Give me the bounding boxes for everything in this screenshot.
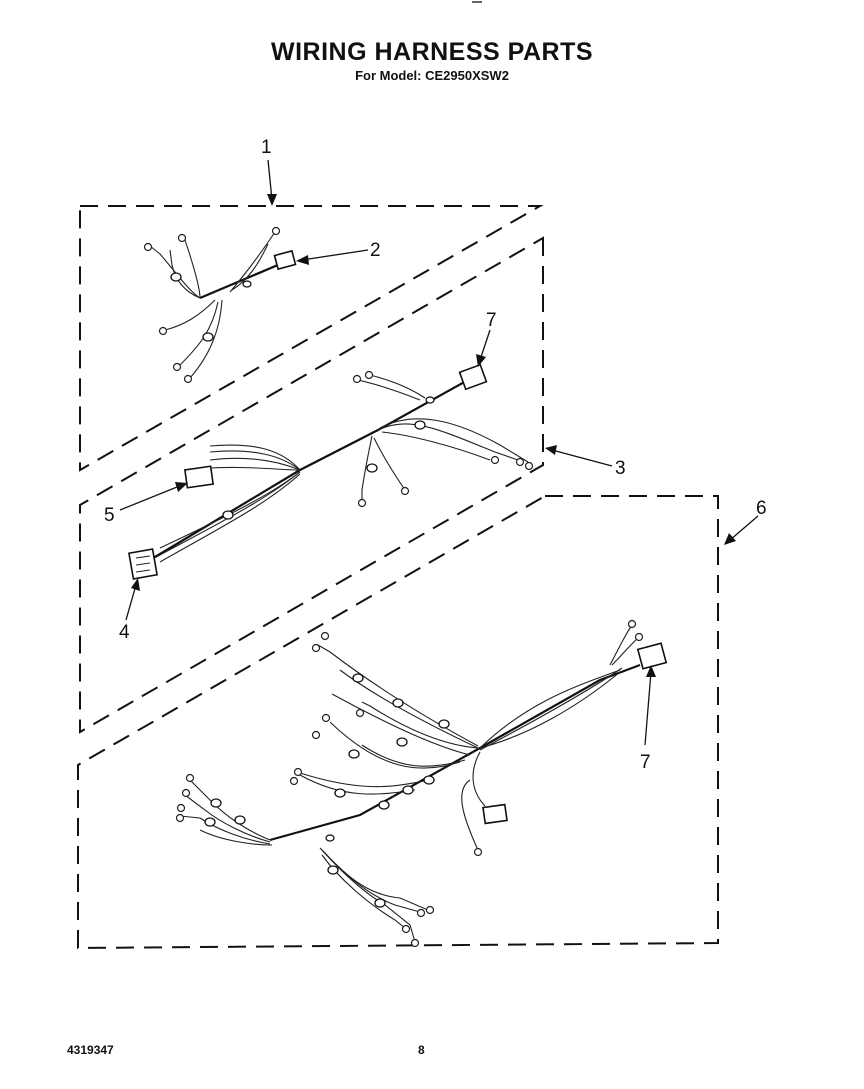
callout-leaders [119, 159, 759, 746]
document-number: 4319347 [67, 1043, 114, 1057]
group-3-outline [79, 236, 544, 734]
page-number: 8 [418, 1043, 425, 1057]
callout-5: 5 [104, 505, 115, 526]
callout-1: 1 [261, 137, 272, 158]
model-subtitle: For Model: CE2950XSW2 [355, 68, 509, 83]
page-title: WIRING HARNESS PARTS [270, 38, 594, 66]
callout-7-lower: 7 [640, 752, 651, 773]
harness-3 [127, 363, 534, 580]
group-1-outline [79, 205, 544, 472]
callout-2: 2 [370, 240, 381, 261]
callout-4: 4 [119, 622, 130, 643]
group-6-outline [77, 495, 719, 950]
harness-6 [175, 619, 668, 948]
harness-1 [143, 226, 297, 384]
callout-7-upper: 7 [486, 310, 497, 331]
callout-6: 6 [756, 498, 767, 519]
callout-3: 3 [615, 458, 626, 479]
